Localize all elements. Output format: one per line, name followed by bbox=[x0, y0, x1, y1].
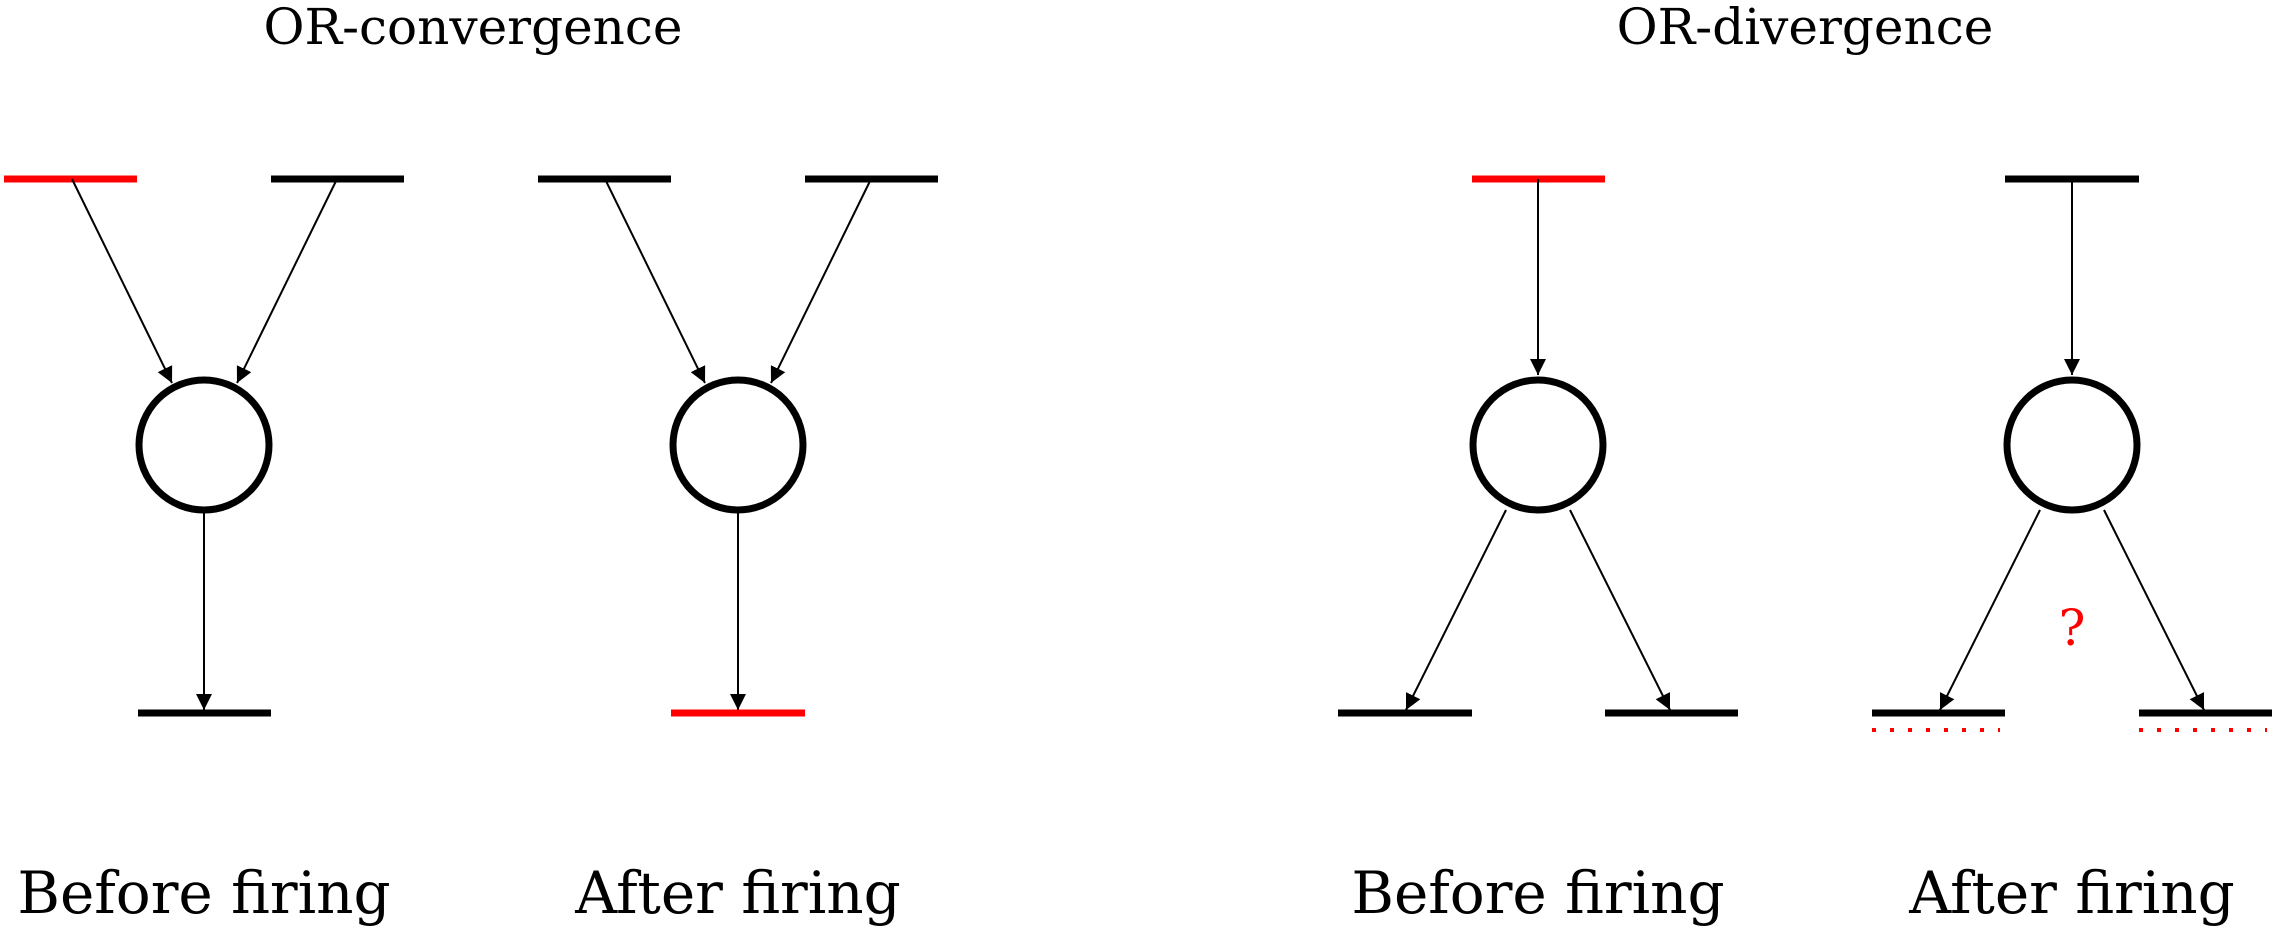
div-before-net bbox=[1338, 175, 1738, 717]
div-before-arc-right bbox=[1569, 509, 1671, 711]
heading-or-divergence: OR-divergence bbox=[1617, 0, 1994, 56]
div-after-place bbox=[2003, 376, 2141, 514]
conv-before-arc-left bbox=[71, 178, 173, 384]
conv-after-arc-right bbox=[770, 178, 872, 384]
caption-div-before: Before firing bbox=[1351, 859, 1724, 927]
heading-or-convergence: OR-convergence bbox=[264, 0, 683, 56]
caption-div-after: After firing bbox=[1908, 859, 2235, 927]
conv-before-net bbox=[4, 175, 404, 717]
conv-after-place bbox=[669, 376, 807, 514]
conv-before-place bbox=[135, 376, 273, 514]
conv-after-arc-left bbox=[604, 178, 706, 384]
conv-after-net bbox=[538, 175, 938, 717]
div-after-arc-right bbox=[2103, 509, 2205, 711]
uncertainty-question-mark: ? bbox=[2059, 599, 2086, 657]
div-after-arc-left bbox=[1939, 509, 2041, 711]
div-after-net: ? bbox=[1872, 175, 2272, 732]
caption-conv-after: After firing bbox=[574, 859, 901, 927]
div-before-arc-left bbox=[1405, 509, 1507, 711]
div-before-place bbox=[1469, 376, 1607, 514]
conv-before-arc-right bbox=[236, 178, 338, 384]
caption-conv-before: Before firing bbox=[17, 859, 390, 927]
